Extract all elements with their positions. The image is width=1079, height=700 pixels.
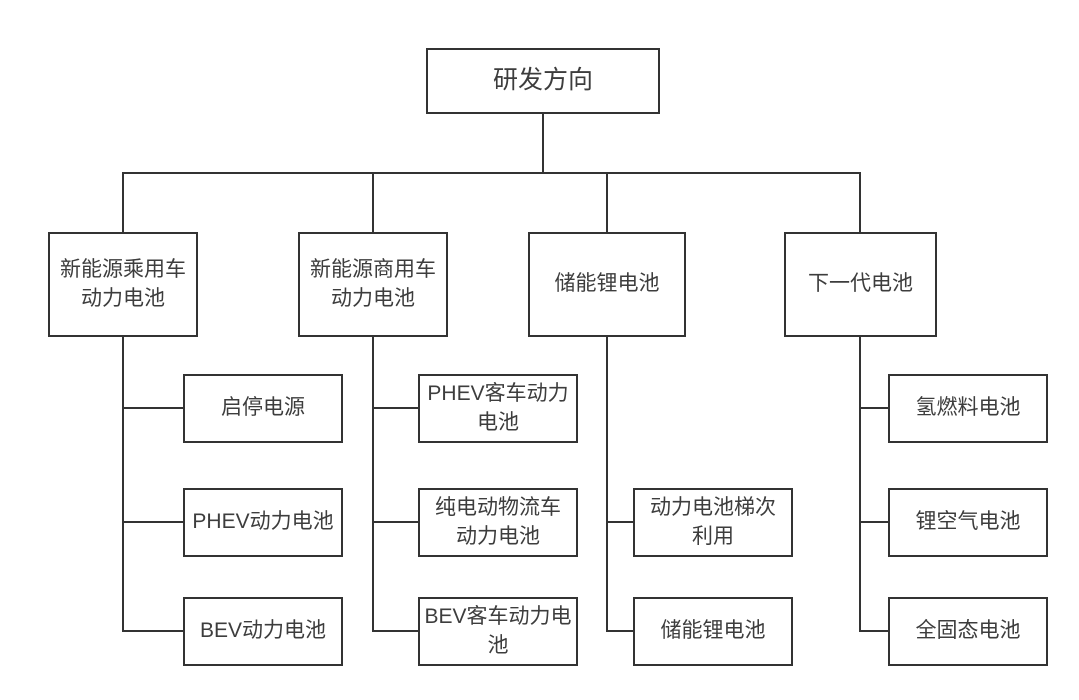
node-branch-energy-storage-li-battery: 储能锂电池: [528, 232, 686, 337]
node-leaf-battery-echelon-use: 动力电池梯次 利用: [633, 488, 793, 557]
node-leaf-start-stop-power: 启停电源: [183, 374, 343, 443]
node-leaf-hydrogen-fuel-cell: 氢燃料电池: [888, 374, 1048, 443]
node-leaf-phev-power-battery: PHEV动力电池: [183, 488, 343, 557]
node-root-rd-direction: 研发方向: [426, 48, 660, 114]
node-branch-passenger-vehicle-battery: 新能源乘用车 动力电池: [48, 232, 198, 337]
node-leaf-solid-state-battery: 全固态电池: [888, 597, 1048, 666]
node-branch-next-gen-battery: 下一代电池: [784, 232, 937, 337]
node-branch-commercial-vehicle-battery: 新能源商用车 动力电池: [298, 232, 448, 337]
node-leaf-bev-power-battery: BEV动力电池: [183, 597, 343, 666]
node-leaf-bev-bus-power-battery: BEV客车动力电 池: [418, 597, 578, 666]
node-leaf-phev-bus-power-battery: PHEV客车动力 电池: [418, 374, 578, 443]
node-leaf-li-air-battery: 锂空气电池: [888, 488, 1048, 557]
node-leaf-ev-logistics-power-battery: 纯电动物流车 动力电池: [418, 488, 578, 557]
node-leaf-energy-storage-li-battery: 储能锂电池: [633, 597, 793, 666]
